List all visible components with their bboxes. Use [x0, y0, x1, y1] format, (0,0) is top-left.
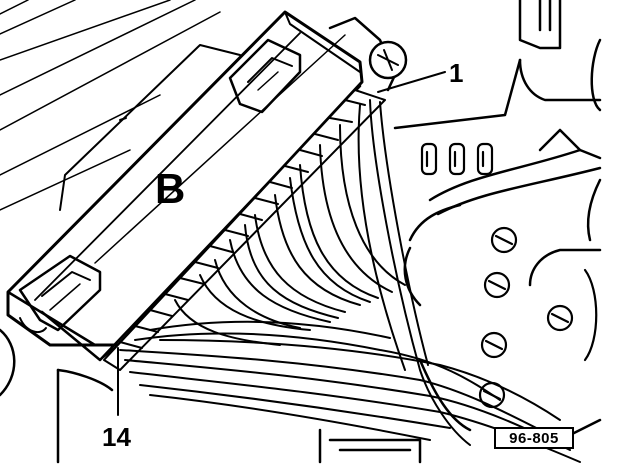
lower-bracket [318, 418, 602, 464]
relay-clips [420, 142, 494, 176]
bolt-icon [478, 381, 506, 409]
callout-1: 1 [449, 58, 463, 88]
right-frame [393, 0, 602, 432]
figure-reference: 96-805 [494, 427, 574, 449]
bolts [478, 226, 598, 409]
bolt-icon [480, 331, 508, 359]
bolt-icon [546, 304, 574, 332]
wiring-harness [119, 99, 581, 463]
round-housing [0, 328, 114, 464]
callout-14: 14 [102, 422, 131, 452]
bolt-icon [490, 226, 518, 254]
mounting-bracket [328, 16, 408, 92]
leader-line-1 [377, 71, 446, 93]
leader-lines [117, 71, 446, 416]
bolt-icon [483, 271, 511, 299]
module-label-b: B [155, 165, 185, 212]
